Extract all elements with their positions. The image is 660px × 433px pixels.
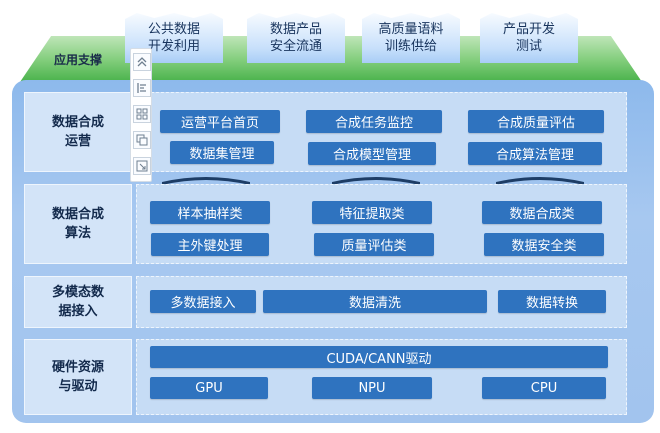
application-support-label: 应用支撑 bbox=[54, 53, 103, 67]
ops-dataset-manage-button[interactable]: 数据集管理 bbox=[170, 141, 274, 164]
layer-label-access: 多模态数据接入 bbox=[24, 276, 132, 328]
ops-platform-home-button[interactable]: 运营平台首页 bbox=[160, 110, 280, 133]
support-card-corpus: 高质量语料训练供给 bbox=[362, 13, 460, 63]
access-data-cleaning-button[interactable]: 数据清洗 bbox=[263, 290, 487, 313]
ops-algo-manage-button[interactable]: 合成算法管理 bbox=[468, 142, 602, 165]
layer-label-line: 硬件资源 bbox=[51, 360, 104, 375]
algo-data-synthesis-button[interactable]: 数据合成类 bbox=[482, 201, 602, 224]
layer-label-algo: 数据合成算法 bbox=[24, 184, 132, 264]
chevron-up-icon[interactable] bbox=[133, 53, 151, 71]
support-card-line: 公共数据 bbox=[147, 22, 200, 37]
support-card-line: 开发利用 bbox=[147, 39, 200, 54]
hardware-driver-button[interactable]: CUDA/CANN驱动 bbox=[150, 346, 608, 368]
editor-floating-toolbar bbox=[130, 48, 152, 182]
support-card-line: 测试 bbox=[515, 39, 542, 54]
algo-key-handling-button[interactable]: 主外键处理 bbox=[151, 233, 269, 256]
layer-label-line: 数据合成 bbox=[51, 207, 104, 222]
support-card-line: 高质量语料 bbox=[378, 22, 444, 37]
layer-label-ops: 数据合成运营 bbox=[24, 92, 132, 172]
support-card-line: 产品开发 bbox=[502, 22, 555, 37]
layer-label-line: 与驱动 bbox=[58, 379, 98, 394]
layer-label-hardware: 硬件资源与驱动 bbox=[24, 339, 132, 415]
layer-label-line: 据接入 bbox=[58, 304, 98, 319]
access-data-transform-button[interactable]: 数据转换 bbox=[498, 290, 606, 313]
algo-sampling-button[interactable]: 样本抽样类 bbox=[150, 201, 270, 224]
access-multi-source-button[interactable]: 多数据接入 bbox=[150, 290, 256, 313]
ops-quality-eval-button[interactable]: 合成质量评估 bbox=[468, 110, 604, 133]
support-card-line: 训练供给 bbox=[384, 39, 437, 54]
support-card-line: 安全流通 bbox=[269, 39, 322, 54]
layer-label-line: 算法 bbox=[64, 226, 91, 241]
support-card-line: 数据产品 bbox=[269, 22, 322, 37]
support-card-product-dev: 产品开发测试 bbox=[480, 13, 578, 63]
algo-quality-eval-button[interactable]: 质量评估类 bbox=[314, 233, 434, 256]
layer-label-line: 数据合成 bbox=[51, 115, 104, 130]
layout-icon[interactable] bbox=[133, 105, 151, 123]
resize-icon[interactable] bbox=[133, 157, 151, 175]
copy-icon[interactable] bbox=[133, 131, 151, 149]
layer-label-line: 运营 bbox=[64, 134, 91, 149]
ops-task-monitor-button[interactable]: 合成任务监控 bbox=[306, 110, 442, 133]
hardware-gpu-button[interactable]: GPU bbox=[150, 377, 268, 399]
hardware-npu-button[interactable]: NPU bbox=[312, 377, 432, 399]
hardware-cpu-button[interactable]: CPU bbox=[482, 377, 606, 399]
algo-feature-extract-button[interactable]: 特征提取类 bbox=[312, 201, 432, 224]
support-card-data-product: 数据产品安全流通 bbox=[247, 13, 345, 63]
algo-data-security-button[interactable]: 数据安全类 bbox=[484, 233, 604, 256]
ops-model-manage-button[interactable]: 合成模型管理 bbox=[308, 142, 436, 165]
layer-label-line: 多模态数 bbox=[51, 285, 104, 300]
align-icon[interactable] bbox=[133, 79, 151, 97]
